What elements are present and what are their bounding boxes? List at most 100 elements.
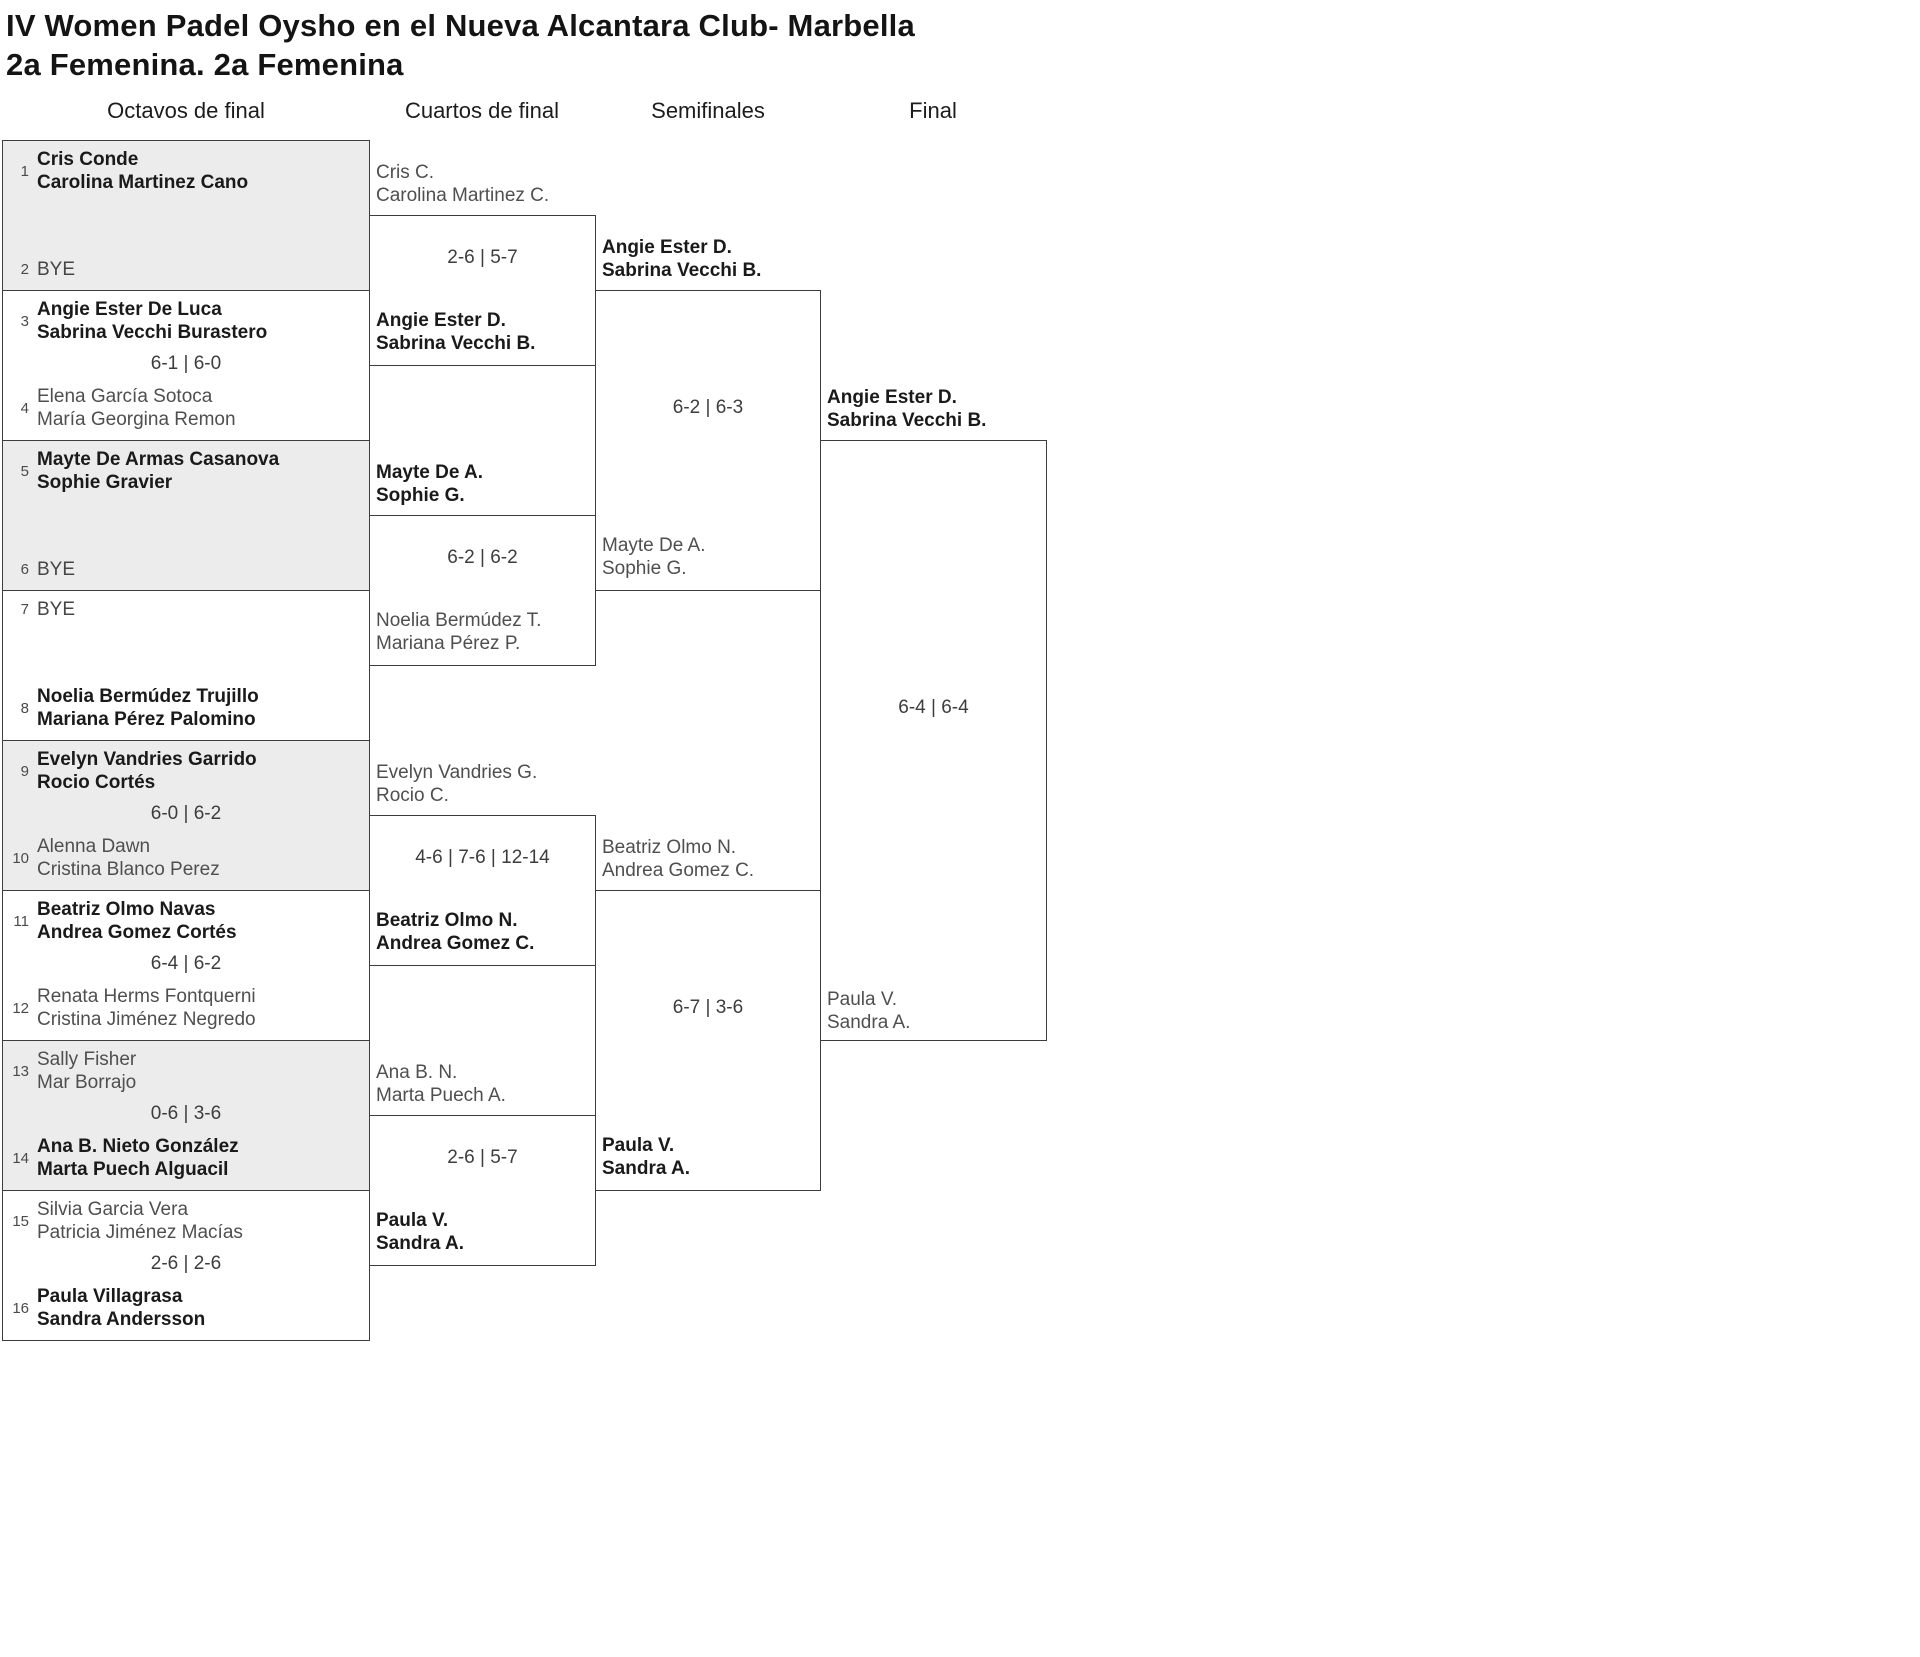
player-name: Evelyn Vandries Garrido (37, 749, 257, 770)
player-name: Ana B. N. (376, 1062, 458, 1083)
bye-label: BYE (37, 599, 76, 620)
player-name: Beatriz Olmo Navas (37, 899, 216, 920)
team-entry: 2 BYE (3, 258, 369, 281)
player-name: Carolina Martinez Cano (37, 172, 249, 193)
team-entry: 6 BYE (3, 558, 369, 581)
player-name: Evelyn Vandries G. (376, 762, 538, 783)
qf3-team-bottom: Beatriz Olmo N.Andrea Gomez C. (376, 909, 534, 955)
match-score: 6-1 | 6-0 (150, 352, 222, 374)
player-name: Mayte De Armas Casanova (37, 449, 280, 470)
player-name: Cris C. (376, 162, 435, 183)
player-name: Silvia Garcia Vera (37, 1199, 189, 1220)
player-name: Ana B. Nieto González (37, 1136, 239, 1157)
seed-number: 11 (13, 912, 29, 930)
player-name: Sabrina Vecchi B. (602, 260, 762, 281)
seed-number: 9 (20, 762, 29, 780)
player-name: Beatriz Olmo N. (376, 910, 518, 931)
seed-number: 5 (20, 462, 29, 480)
player-name: Noelia Bermúdez T. (376, 610, 542, 631)
qf1-team-top: Cris C.Carolina Martinez C. (376, 161, 549, 207)
round-header-final: Final (909, 98, 957, 123)
bye-label: BYE (37, 559, 76, 580)
qf1-team-bottom: Angie Ester D.Sabrina Vecchi B. (376, 309, 535, 355)
player-name: Sally Fisher (37, 1049, 137, 1070)
match-score: 6-2 | 6-2 (447, 547, 518, 568)
sf1-team-bottom: Mayte De A.Sophie G. (602, 534, 706, 580)
player-name: Rocio Cortés (37, 772, 156, 793)
player-name: Mayte De A. (376, 462, 483, 483)
match-score: 6-4 | 6-4 (898, 697, 969, 718)
sf1-team-top: Angie Ester D.Sabrina Vecchi B. (602, 236, 761, 282)
final-team-top: Angie Ester D.Sabrina Vecchi B. (827, 386, 986, 432)
player-name: Sandra A. (602, 1158, 690, 1179)
tournament-name: IV Women Padel Oysho en el Nueva Alcanta… (6, 8, 915, 43)
player-name: Paula Villagrasa (37, 1286, 183, 1307)
player-name: Sandra A. (376, 1233, 464, 1254)
seed-number: 7 (20, 601, 29, 618)
player-name: Marta Puech Alguacil (37, 1159, 229, 1180)
player-name: Cris Conde (37, 149, 139, 170)
page-title: IV Women Padel Oysho en el Nueva Alcanta… (6, 6, 915, 84)
final-team-bottom: Paula V.Sandra A. (827, 988, 910, 1034)
player-name: Sabrina Vecchi B. (376, 333, 536, 354)
player-name: Noelia Bermúdez Trujillo (37, 686, 259, 707)
player-name: Sophie Gravier (37, 472, 173, 493)
match-final-box (820, 440, 1047, 1041)
player-name: Sabrina Vecchi B. (827, 410, 987, 431)
player-name: Mayte De A. (602, 535, 706, 556)
match-score: 0-6 | 3-6 (150, 1102, 222, 1124)
player-name: Paula V. (376, 1210, 449, 1231)
category-name: 2a Femenina. 2a Femenina (6, 47, 404, 82)
player-name: Sandra A. (827, 1012, 911, 1033)
qf4-team-top: Ana B. N.Marta Puech A. (376, 1061, 506, 1107)
seed-number: 4 (20, 399, 29, 417)
player-name: Cristina Jiménez Negredo (37, 1009, 256, 1030)
qf3-team-top: Evelyn Vandries G.Rocio C. (376, 761, 537, 807)
qf2-team-bottom: Noelia Bermúdez T.Mariana Pérez P. (376, 609, 541, 655)
player-name: Angie Ester D. (602, 237, 732, 258)
player-name: Patricia Jiménez Macías (37, 1222, 243, 1243)
seed-number: 14 (12, 1149, 29, 1167)
bye-label: BYE (37, 259, 76, 280)
player-name: Sophie G. (376, 485, 465, 506)
match-score: 2-6 | 5-7 (447, 247, 518, 268)
player-name: Paula V. (602, 1135, 675, 1156)
player-name: Carolina Martinez C. (376, 185, 550, 206)
qf4-team-bottom: Paula V.Sandra A. (376, 1209, 464, 1255)
player-name: Marta Puech A. (376, 1085, 506, 1106)
player-name: Angie Ester D. (376, 310, 506, 331)
match-score: 6-4 | 6-2 (150, 952, 222, 974)
player-name: Alenna Dawn (37, 836, 151, 857)
seed-number: 16 (12, 1299, 29, 1317)
sf2-team-bottom: Paula V.Sandra A. (602, 1134, 690, 1180)
player-name: Cristina Blanco Perez (37, 859, 220, 880)
player-name: Andrea Gomez C. (602, 860, 755, 881)
round-header-semifinales: Semifinales (651, 98, 765, 123)
player-name: Angie Ester De Luca (37, 299, 222, 320)
player-name: Renata Herms Fontquerni (37, 986, 256, 1007)
seed-number: 6 (20, 561, 29, 578)
player-name: Elena García Sotoca (37, 386, 213, 407)
player-name: Mariana Pérez Palomino (37, 709, 256, 730)
match-score: 6-0 | 6-2 (150, 802, 222, 824)
round-header-cuartos: Cuartos de final (404, 98, 560, 123)
match-score: 2-6 | 5-7 (447, 1147, 518, 1168)
seed-number: 8 (20, 699, 29, 717)
